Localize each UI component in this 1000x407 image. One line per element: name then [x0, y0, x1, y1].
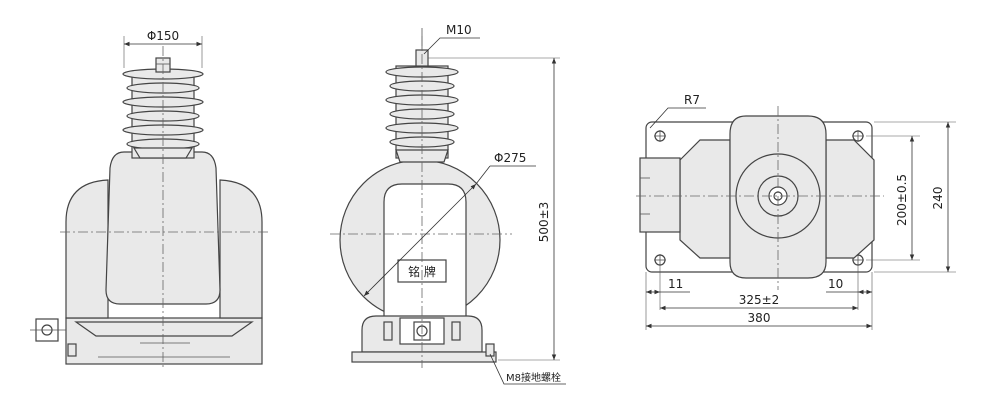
top-left-block	[679, 139, 731, 259]
radius-label: R7	[684, 93, 700, 107]
front-bolt	[67, 343, 77, 357]
top-right-block	[825, 139, 875, 259]
bolt-spacing-label: 325±2	[739, 293, 780, 307]
front-diameter-label: Φ150	[147, 29, 179, 43]
top-view: R7 200±0.5 240 11 10 325±2 380	[636, 93, 956, 330]
thread-label: M10	[446, 23, 472, 37]
front-view: Φ150	[30, 29, 270, 368]
side-base-plate	[351, 351, 497, 363]
front-left-wing	[65, 179, 109, 319]
side-ground-bolt	[485, 343, 495, 357]
side-diameter-label: Φ275	[494, 151, 526, 165]
top-side-lug	[639, 157, 681, 233]
left-offset-label: 11	[668, 277, 683, 291]
front-base	[65, 317, 263, 365]
base-width-label: 380	[748, 311, 771, 325]
front-base-bevel	[74, 321, 254, 337]
hole-spacing-label: 200±0.5	[895, 174, 909, 226]
ground-bolt-label: M8接地螺栓	[506, 371, 561, 384]
front-right-wing	[219, 179, 263, 319]
right-offset-label: 10	[828, 277, 843, 291]
height-label: 500±3	[537, 202, 551, 243]
side-view: 铭 牌 M10 Φ275	[330, 23, 566, 385]
depth-label: 240	[931, 187, 945, 210]
